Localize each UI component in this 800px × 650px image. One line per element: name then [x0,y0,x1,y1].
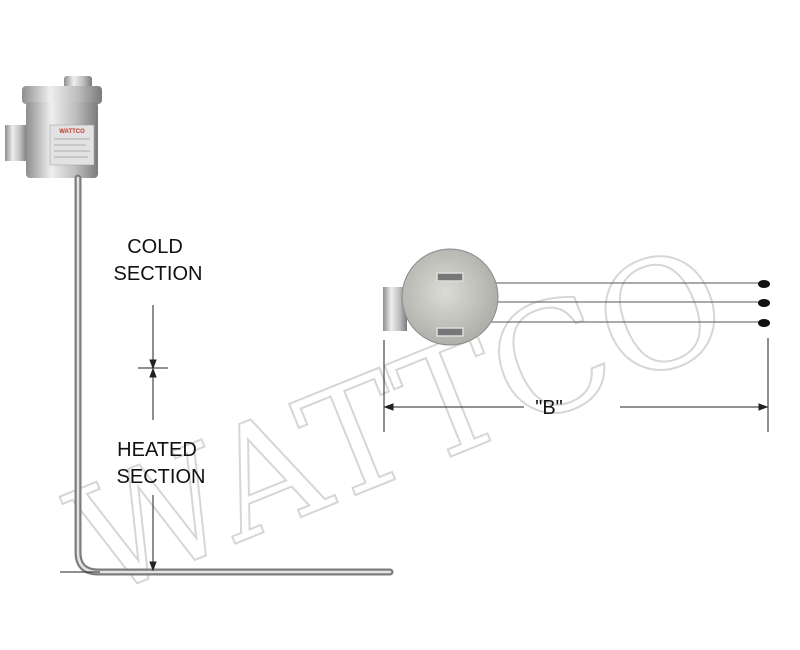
cap-lug-bottom [436,327,464,337]
heated-label-2: SECTION [117,466,206,488]
b-dimension [383,338,769,432]
top-view-heater [383,248,770,346]
cold-label-1: COLD [127,236,183,258]
nameplate-brand: WATTCO [59,129,85,135]
enclosure-lid [22,86,102,104]
cap-lug-top [436,272,464,282]
conduit-fitting [5,125,27,161]
enclosure-cap-top [401,248,499,346]
terminal-enclosure: WATTCO [5,76,102,178]
element-rods [490,279,770,327]
dimension-b-label: "B" [535,397,563,419]
heated-label-1: HEATED [117,439,197,461]
enclosure-cap-knob [64,76,92,88]
section-dimensions [60,305,168,573]
cold-label-2: SECTION [114,263,203,285]
nameplate-lines [54,138,90,158]
